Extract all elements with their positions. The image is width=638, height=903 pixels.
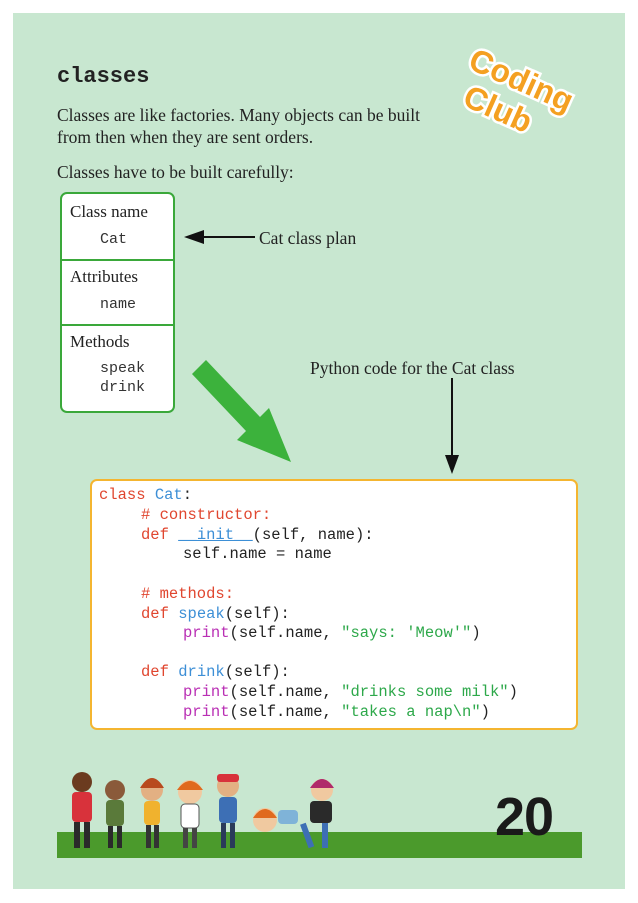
method-item: drink xyxy=(100,379,146,396)
divider xyxy=(62,259,173,261)
code-line: print(self.name, "takes a nap\n") xyxy=(183,703,490,721)
class-name-label: Class name xyxy=(70,202,148,221)
code-line: def __init__(self, name): xyxy=(141,526,374,544)
code-line: self.name = name xyxy=(183,545,332,563)
method-item: speak xyxy=(100,360,146,377)
kid-figure xyxy=(72,772,92,848)
class-name-value: Cat xyxy=(100,231,128,248)
attributes-label: Attributes xyxy=(70,267,138,286)
page-title: classes xyxy=(57,64,150,89)
methods-label: Methods xyxy=(70,332,130,351)
footer-ground-strip xyxy=(57,832,582,858)
cat-class-plan-label: Cat class plan xyxy=(259,228,357,248)
intro-text: Classes are like factories. Many objects… xyxy=(57,105,421,147)
intro-text-2: Classes have to be built carefully: xyxy=(57,162,294,182)
kid-figure xyxy=(140,778,164,848)
code-line: print(self.name, "says: 'Meow'") xyxy=(183,624,481,642)
code-line: class Cat: xyxy=(99,486,193,504)
left-arrow-icon xyxy=(184,230,255,244)
green-arrow-icon xyxy=(192,360,291,462)
python-code-box: class Cat: # constructor: def __init__(s… xyxy=(90,479,578,730)
kids-illustration xyxy=(72,772,334,849)
kid-figure xyxy=(253,808,298,832)
code-line: def drink(self): xyxy=(141,663,290,681)
kid-figure xyxy=(177,780,203,848)
code-line: # methods: xyxy=(141,585,235,603)
code-line: def speak(self): xyxy=(141,605,290,623)
page-number: 20 xyxy=(495,787,554,847)
down-arrow-icon xyxy=(445,378,459,474)
divider xyxy=(62,324,173,326)
attribute-item: name xyxy=(100,296,137,313)
page-background xyxy=(13,13,625,889)
kid-figure xyxy=(217,774,239,848)
kid-figure xyxy=(105,780,125,848)
cat-class-plan-box: Class name Cat Attributes name Methods s… xyxy=(60,192,175,413)
kid-figure xyxy=(300,779,334,849)
python-code-label: Python code for the Cat class xyxy=(310,358,515,378)
code-line: print(self.name, "drinks some milk") xyxy=(183,683,518,701)
coding-club-logo: Coding Club xyxy=(456,44,582,142)
code-line: # constructor: xyxy=(141,506,272,524)
